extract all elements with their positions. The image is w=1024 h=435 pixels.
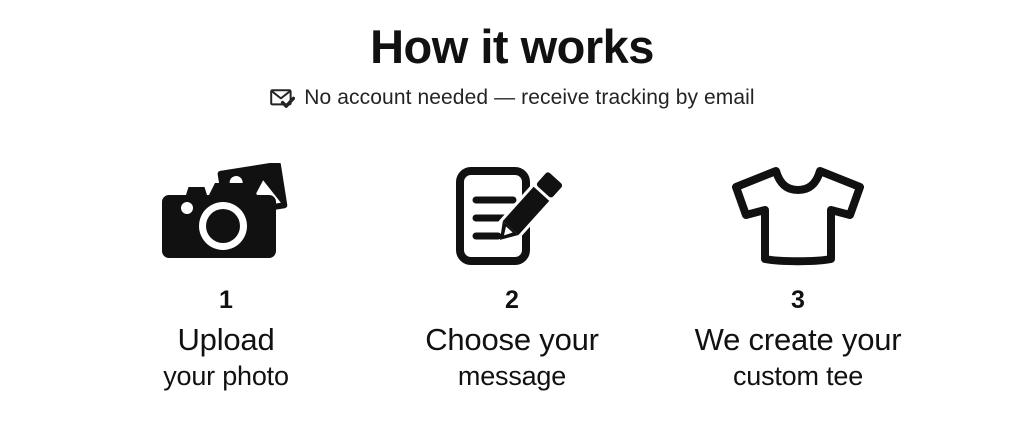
step-item-1: 1 Upload your photo xyxy=(83,160,369,392)
step-item-2: 2 Choose your message xyxy=(369,160,655,392)
step-item-3: 3 We create your custom tee xyxy=(655,160,941,392)
step-label: Choose your message xyxy=(425,322,599,392)
camera-photo-icon xyxy=(161,160,291,270)
tshirt-icon xyxy=(728,160,868,270)
steps-list: 1 Upload your photo xyxy=(0,160,1024,392)
step-label-line1: Upload xyxy=(177,322,275,357)
document-pencil-icon xyxy=(447,160,577,270)
header: How it works No account needed — receive… xyxy=(0,0,1024,111)
step-label-line2: your photo xyxy=(163,360,289,391)
step-number: 1 xyxy=(219,286,233,314)
subtitle-text: No account needed — receive tracking by … xyxy=(304,86,755,110)
step-label-line1: We create your xyxy=(694,322,902,357)
step-label: We create your custom tee xyxy=(695,322,902,392)
step-label-line2: custom tee xyxy=(732,360,864,391)
step-number: 3 xyxy=(791,286,805,314)
subtitle: No account needed — receive tracking by … xyxy=(0,85,1024,111)
page-title: How it works xyxy=(370,20,654,73)
envelope-check-icon xyxy=(269,85,296,111)
step-label: Upload your photo xyxy=(163,322,289,392)
step-label-line1: Choose your xyxy=(425,322,599,357)
step-label-line2: message xyxy=(457,360,567,391)
step-number: 2 xyxy=(505,286,519,314)
